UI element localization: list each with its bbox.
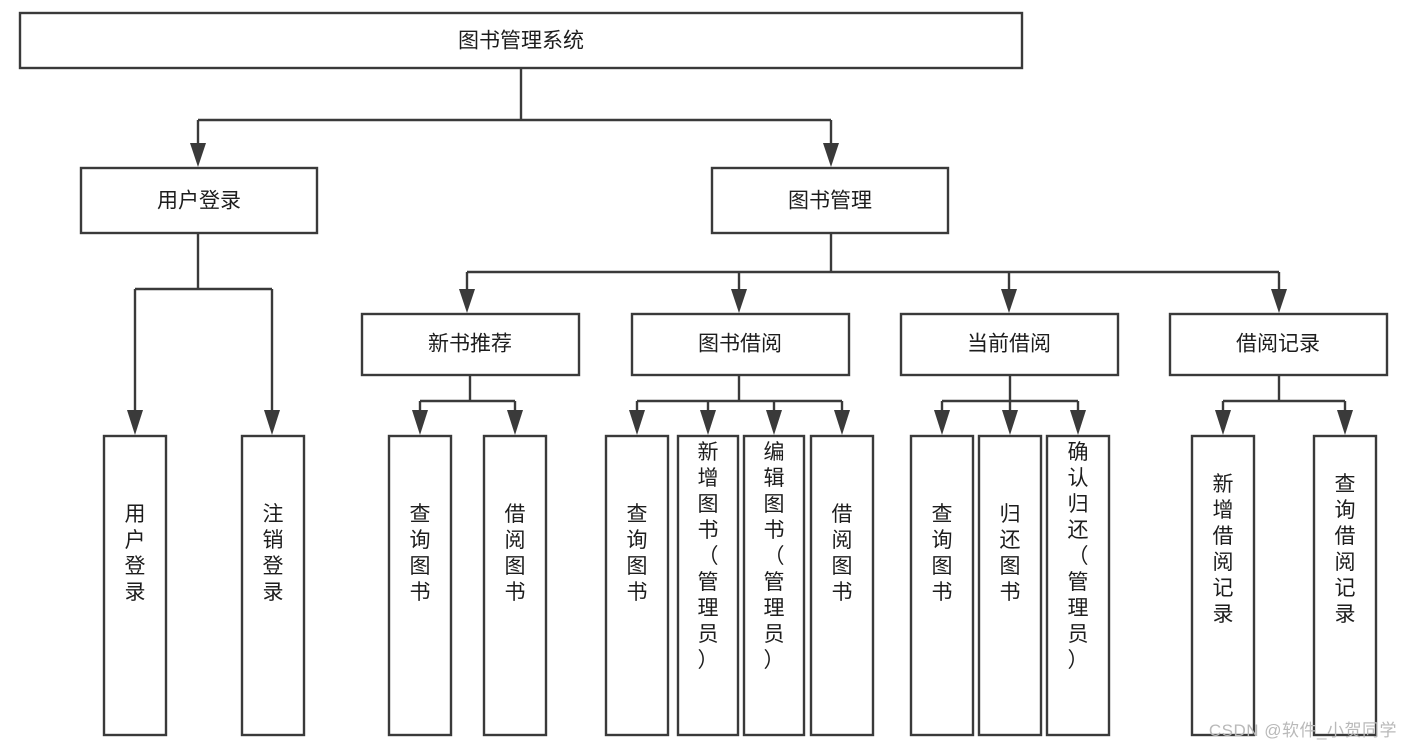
node-current-borrow[interactable]: 当前借阅 <box>899 312 1120 377</box>
leaf-query-book-b-label: 查询图书 <box>627 503 648 604</box>
node-book-borrow-label: 图书借阅 <box>698 333 782 356</box>
leaf-user-login[interactable]: 用户登录 <box>102 434 168 737</box>
node-book-borrow[interactable]: 图书借阅 <box>630 312 851 377</box>
arrowhead-leaf-confirm-return <box>1070 410 1086 435</box>
node-new-book-recommend[interactable]: 新书推荐 <box>360 312 581 377</box>
leaf-query-record[interactable]: 查询借阅记录 <box>1312 434 1378 737</box>
leaf-confirm-return-label: 确认归还（管理员） <box>1068 441 1089 672</box>
leaf-query-book-b-box[interactable] <box>604 434 670 737</box>
node-borrow-record-label: 借阅记录 <box>1236 333 1320 356</box>
node-user-login-label: 用户登录 <box>157 190 241 213</box>
node-new-book-recommend-label: 新书推荐 <box>428 333 512 356</box>
node-current-borrow-label: 当前借阅 <box>967 333 1051 356</box>
leaf-borrow-book-a-label: 借阅图书 <box>505 503 526 604</box>
arrowhead-leaf-borrow-book-b <box>834 410 850 435</box>
leaf-return-book[interactable]: 归还图书 <box>977 434 1043 737</box>
leaf-return-book-label: 归还图书 <box>1000 503 1021 604</box>
leaf-borrow-book-a-box[interactable] <box>482 434 548 737</box>
node-borrow-record[interactable]: 借阅记录 <box>1168 312 1389 377</box>
leaf-add-record[interactable]: 新增借阅记录 <box>1190 434 1256 737</box>
arrowhead-book-mgmt <box>823 143 839 167</box>
leaf-confirm-return[interactable]: 确认归还（管理员） <box>1045 434 1111 737</box>
arrowhead-leaf-add-book <box>700 410 716 435</box>
leaf-add-book[interactable]: 新增图书（管理员） <box>676 434 740 737</box>
node-book-management-box[interactable] <box>710 166 950 235</box>
leaf-query-book-c-label: 查询图书 <box>932 503 953 604</box>
leaf-query-book-c[interactable]: 查询图书 <box>909 434 975 737</box>
leaf-user-login-label: 用户登录 <box>125 503 146 604</box>
connector-group-root <box>190 68 839 167</box>
arrowhead-book-borrow <box>731 289 747 313</box>
node-book-borrow-box[interactable] <box>630 312 851 377</box>
connector-group-book-mgmt <box>459 233 1287 313</box>
arrowhead-leaf-user-login <box>127 410 143 435</box>
connector-group-new-book-rec <box>412 375 523 435</box>
leaf-logout-box[interactable] <box>240 434 306 737</box>
leaf-confirm-return-box[interactable] <box>1045 434 1111 737</box>
arrowhead-current-borrow <box>1001 289 1017 313</box>
arrowhead-leaf-edit-book <box>766 410 782 435</box>
leaf-borrow-book-b-box[interactable] <box>809 434 875 737</box>
leaf-query-book-a-label: 查询图书 <box>410 503 431 604</box>
node-book-management-label: 图书管理 <box>788 190 872 213</box>
node-current-borrow-box[interactable] <box>899 312 1120 377</box>
leaf-edit-book-label: 编辑图书（管理员） <box>764 441 785 672</box>
arrowhead-leaf-query-book-a <box>412 410 428 435</box>
leaf-logout[interactable]: 注销登录 <box>240 434 306 737</box>
connector-group-borrow-record <box>1215 375 1353 435</box>
connector-group-user-login <box>127 233 280 435</box>
leaf-add-book-box[interactable] <box>676 434 740 737</box>
node-book-management[interactable]: 图书管理 <box>710 166 950 235</box>
leaf-query-record-label: 查询借阅记录 <box>1335 473 1356 626</box>
leaf-query-book-a-box[interactable] <box>387 434 453 737</box>
node-user-login[interactable]: 用户登录 <box>79 166 319 235</box>
leaf-query-book-b[interactable]: 查询图书 <box>604 434 670 737</box>
leaf-query-book-a[interactable]: 查询图书 <box>387 434 453 737</box>
leaf-return-book-box[interactable] <box>977 434 1043 737</box>
leaf-add-record-box[interactable] <box>1190 434 1256 737</box>
leaf-borrow-book-a[interactable]: 借阅图书 <box>482 434 548 737</box>
leaf-logout-label: 注销登录 <box>263 503 284 604</box>
arrowhead-borrow-record <box>1271 289 1287 313</box>
arrowhead-leaf-logout <box>264 410 280 435</box>
leaf-borrow-book-b-label: 借阅图书 <box>832 503 853 604</box>
node-new-book-recommend-box[interactable] <box>360 312 581 377</box>
arrowhead-user-login <box>190 143 206 167</box>
arrowhead-leaf-return-book <box>1002 410 1018 435</box>
arrowhead-leaf-query-book-b <box>629 410 645 435</box>
leaf-add-record-label: 新增借阅记录 <box>1213 473 1234 626</box>
leaf-query-book-c-box[interactable] <box>909 434 975 737</box>
leaf-borrow-book-b[interactable]: 借阅图书 <box>809 434 875 737</box>
node-user-login-box[interactable] <box>79 166 319 235</box>
leaf-edit-book[interactable]: 编辑图书（管理员） <box>742 434 806 737</box>
node-root-box[interactable] <box>18 11 1024 70</box>
arrowhead-leaf-add-record <box>1215 410 1231 435</box>
leaf-edit-book-box[interactable] <box>742 434 806 737</box>
leaf-user-login-box[interactable] <box>102 434 168 737</box>
arrowhead-new-book-rec <box>459 289 475 313</box>
node-root[interactable]: 图书管理系统 <box>18 11 1024 70</box>
node-borrow-record-box[interactable] <box>1168 312 1389 377</box>
leaf-query-record-box[interactable] <box>1312 434 1378 737</box>
arrowhead-leaf-query-book-c <box>934 410 950 435</box>
arrowhead-leaf-borrow-book-a <box>507 410 523 435</box>
arrowhead-leaf-query-record <box>1337 410 1353 435</box>
connector-group-current-borrow <box>934 375 1086 435</box>
node-root-label: 图书管理系统 <box>458 30 584 53</box>
connector-group-book-borrow <box>629 375 850 435</box>
leaf-add-book-label: 新增图书（管理员） <box>698 441 719 672</box>
